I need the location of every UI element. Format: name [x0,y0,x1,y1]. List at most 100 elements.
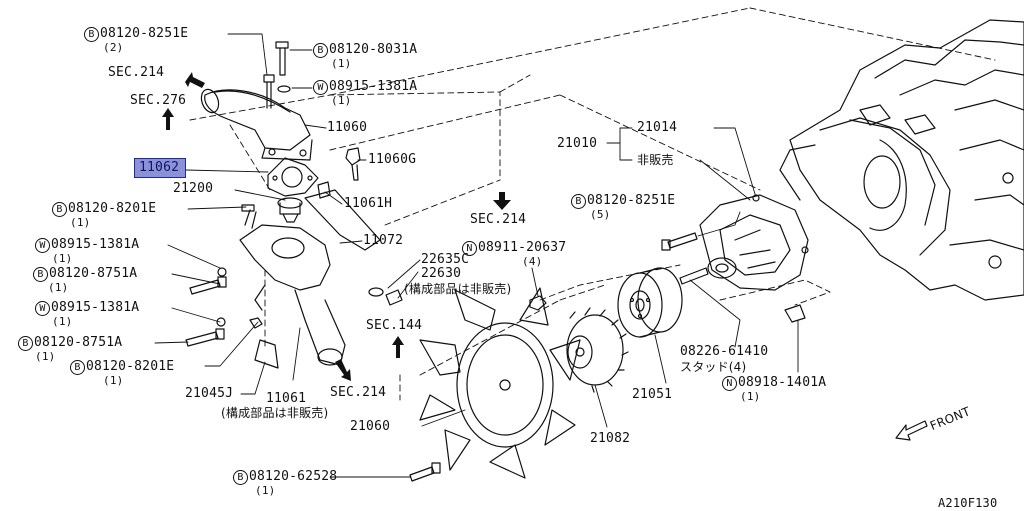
part-11060[interactable]: 11060 [327,120,368,135]
nut-a-qty: (4) [522,255,543,268]
part-21082[interactable]: 21082 [590,431,631,446]
left-bolts [185,267,263,347]
highlighted-part-box[interactable] [134,158,186,178]
bolt-symbol: B [18,336,33,351]
bolt-top2-qty: (1) [331,57,352,70]
fan-coupling [566,307,629,393]
bolt-r-qty: (5) [590,208,611,221]
part-21045j[interactable]: 21045J [185,386,234,401]
bolt-l3-qty: (1) [103,374,124,387]
front-arrow [895,420,928,441]
bolt-l1-qty: (1) [48,281,69,294]
top-bolts [263,41,291,109]
stud-note: スタッド(4) [680,360,747,374]
part-code: 08120-8251E [587,193,676,208]
bolt-symbol: B [571,194,586,209]
nut-symbol: N [462,241,477,256]
bolt-top-qty: (2) [103,41,124,54]
bolt-symbol: B [313,43,328,58]
stud-part[interactable]: 08226-61410 [680,344,769,359]
part-11061[interactable]: 11061 [266,391,307,406]
part-22630-note: (構成部品は非販売) [404,282,512,296]
part-21200[interactable]: 21200 [173,181,214,196]
small-sensor-parts [368,287,403,306]
part-21051[interactable]: 21051 [632,387,673,402]
section-arrows [162,72,511,381]
bolt-l2-qty: (1) [35,350,56,363]
cooling-fan [419,287,581,479]
part-code: 08120-62528 [249,469,338,484]
water-outlet-pipe [200,88,313,161]
sec-214-ref-a[interactable]: SEC.214 [108,65,165,80]
part-code: 08120-8251E [100,26,189,41]
part-code: 08120-8201E [68,201,157,216]
dashed-leaders [189,7,996,401]
part-code: 08911-20637 [478,240,567,255]
diagram-code: A210F130 [938,496,998,510]
washer-l1-qty: (1) [52,252,73,265]
bolt-symbol: B [84,27,99,42]
sec-214-ref-b[interactable]: SEC.214 [330,385,387,400]
part-code: 08120-8031A [329,42,418,57]
pump-pulley [617,267,683,338]
part-code: 08120-8201E [86,359,175,374]
sec-214-ref-c[interactable]: SEC.214 [470,212,527,227]
pump-bolts [661,232,806,323]
water-inlet-housing [239,181,381,369]
part-code: 08915-1381A [51,237,140,252]
nut-symbol: N [722,376,737,391]
part-code: 08918-1401A [738,375,827,390]
part-code: 08120-8751A [34,335,123,350]
engine-block-outline [779,19,1024,301]
bolt-symbol: B [52,202,67,217]
part-21010[interactable]: 21010 [557,136,598,151]
nut-b-qty: (1) [740,390,761,403]
sec-276-ref[interactable]: SEC.276 [130,93,187,108]
part-code: 08915-1381A [329,79,418,94]
label-leaders [154,33,799,478]
bolt-left1-qty: (1) [70,216,91,229]
part-21060[interactable]: 21060 [350,419,391,434]
washer-symbol: W [35,301,50,316]
part-11061h[interactable]: 11061H [344,196,393,211]
part-21014[interactable]: 21014 [637,120,678,135]
fan-bolt [409,462,441,482]
washer-symbol: W [313,80,328,95]
highlighted-part-number[interactable]: 11062 [139,160,180,175]
temperature-sensor [345,147,361,181]
part-code: 08915-1381A [51,300,140,315]
part-22630[interactable]: 22630 [421,266,462,281]
part-11060g[interactable]: 11060G [368,152,417,167]
part-code: 08120-8751A [49,266,138,281]
water-pump [699,194,809,291]
bolt-symbol: B [233,470,248,485]
fan-nut [529,295,547,311]
bolt-symbol: B [33,267,48,282]
gasket-and-thermostat [267,157,319,223]
washer-top-qty: (1) [331,94,352,107]
part-11061-note: (構成部品は非販売) [221,406,329,420]
washer-l2-qty: (1) [52,315,73,328]
bolt-symbol: B [70,360,85,375]
bolt-bottom-qty: (1) [255,484,276,497]
washer-symbol: W [35,238,50,253]
part-22635c[interactable]: 22635C [421,252,470,267]
part-11072[interactable]: 11072 [363,233,404,248]
sec-144-ref[interactable]: SEC.144 [366,318,423,333]
not-sold-note: 非販売 [637,153,674,167]
